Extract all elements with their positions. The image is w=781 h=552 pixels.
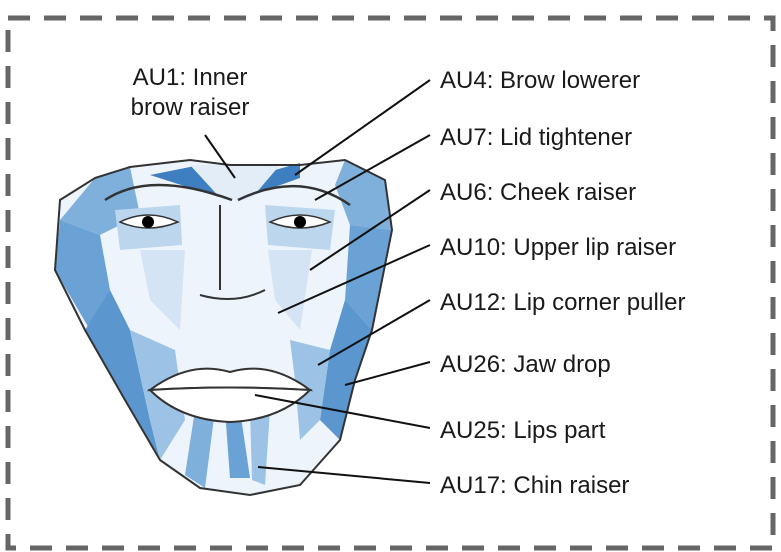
label-au10: AU10: Upper lip raiser — [440, 234, 676, 261]
label-au6: AU6: Cheek raiser — [440, 179, 636, 206]
label-au4: AU4: Brow lowerer — [440, 67, 640, 94]
leader-au4 — [295, 80, 430, 175]
label-au7: AU7: Lid tightener — [440, 124, 632, 151]
label-au17: AU17: Chin raiser — [440, 472, 629, 499]
label-au26: AU26: Jaw drop — [440, 351, 611, 378]
right-pupil — [294, 216, 306, 228]
label-au25: AU25: Lips part — [440, 417, 606, 444]
label-au1-line1: AU1: Inner — [133, 64, 248, 91]
left-pupil — [142, 216, 154, 228]
label-au12: AU12: Lip corner puller — [440, 289, 685, 316]
face-illustration — [55, 160, 392, 495]
label-au1-line2: brow raiser — [131, 94, 250, 121]
